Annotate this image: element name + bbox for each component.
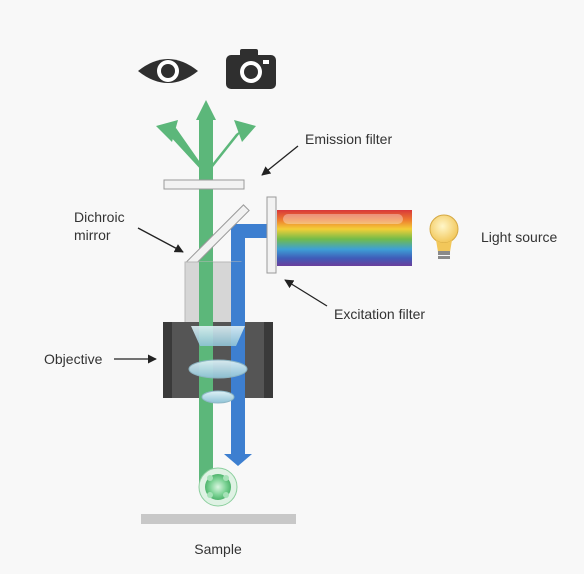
excitation-filter: [266, 196, 277, 274]
objective-lens-lower: [201, 390, 235, 404]
light-spectrum-beam: [277, 210, 412, 266]
objective-label: Objective: [44, 351, 103, 367]
dichroic-mirror-pointer: [137, 227, 184, 253]
fluorescent-sample-icon: [198, 467, 238, 507]
camera-icon: [226, 49, 276, 89]
eye-icon: [138, 59, 198, 83]
emission-filter: [163, 179, 245, 190]
emission-filter-label: Emission filter: [305, 131, 392, 147]
emission-filter-pointer: [261, 145, 299, 176]
sample-label: Sample: [194, 541, 242, 557]
light-bulb-icon: [429, 214, 459, 259]
light-source-label: Light source: [481, 229, 557, 245]
excitation-filter-pointer: [284, 279, 328, 307]
excitation-filter-label: Excitation filter: [334, 306, 425, 322]
dichroic-mirror-label-line2: mirror: [74, 227, 111, 243]
dichroic-mirror-label-line1: Dichroic: [74, 209, 125, 225]
sample-stage: [141, 514, 296, 524]
objective-lens-upper: [188, 359, 248, 379]
